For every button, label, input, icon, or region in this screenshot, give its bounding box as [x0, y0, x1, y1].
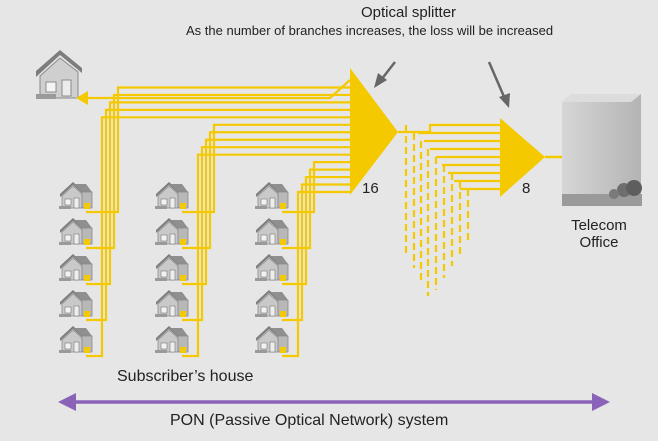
connector-icon	[180, 203, 186, 209]
subscriber-house-label: Subscriber’s house	[117, 368, 254, 385]
building-icon	[562, 94, 642, 206]
connector-icon	[280, 275, 286, 281]
connector-icon	[180, 347, 186, 353]
connector-icon	[84, 275, 90, 281]
connector-icon	[84, 239, 90, 245]
splitter-count-8: 8	[522, 180, 531, 197]
connector-icon	[180, 311, 186, 317]
pon-system-label: PON (Passive Optical Network) system	[170, 412, 449, 429]
telecom-office-label: Telecom Office	[560, 217, 638, 252]
connector-icon	[280, 203, 286, 209]
splitter-icon	[500, 118, 545, 197]
connector-icon	[180, 275, 186, 281]
fiber-lines	[86, 79, 500, 358]
connector-icon	[280, 347, 286, 353]
connector-icon	[280, 311, 286, 317]
diagram-subtitle: As the number of branches increases, the…	[186, 23, 554, 38]
diagram-title: Optical splitter	[361, 4, 457, 21]
connector-icon	[280, 239, 286, 245]
connector-icon	[84, 347, 90, 353]
splitter-count-16: 16	[362, 180, 379, 197]
pointer-arrow-icon	[374, 61, 510, 108]
connector-icon	[84, 203, 90, 209]
telecom-label-line2: Office	[579, 234, 619, 252]
house-icon	[36, 50, 82, 99]
connector-icon	[84, 311, 90, 317]
connector-icon	[76, 91, 88, 105]
connector-icon	[180, 239, 186, 245]
telecom-label-line1: Telecom	[571, 217, 627, 234]
double-arrow-icon	[58, 393, 610, 411]
house-grid	[58, 181, 289, 354]
splitter-icon	[350, 68, 398, 195]
